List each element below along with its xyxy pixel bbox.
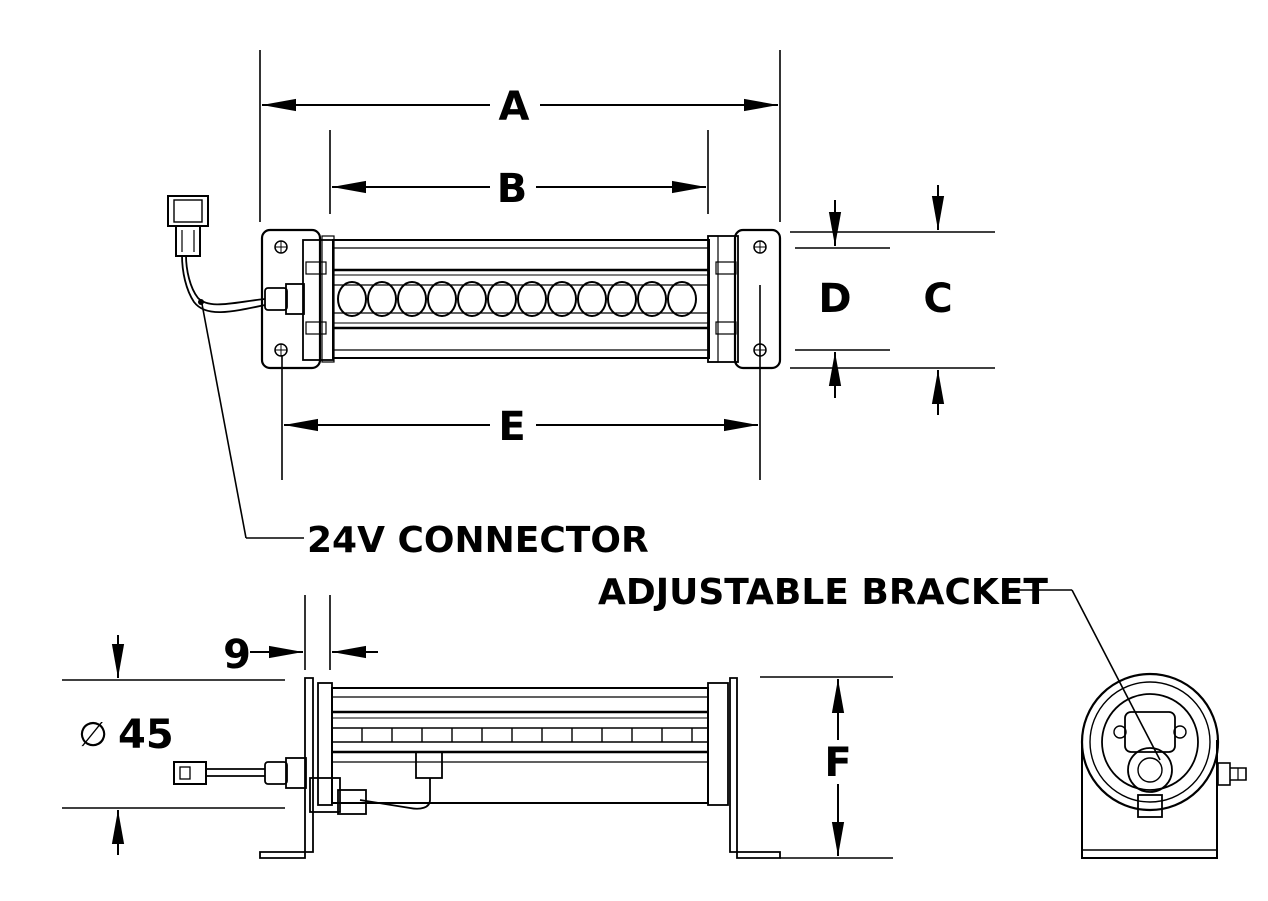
dimension-a-label: A — [499, 84, 530, 130]
dimension-c-label: C — [923, 276, 952, 322]
front-view: 9 ∅ 45 F — [62, 595, 893, 859]
fan-housing — [332, 239, 710, 359]
connector-leader — [201, 303, 247, 539]
dimension-9-label: 9 — [223, 632, 251, 678]
dimension-e-label: E — [498, 404, 525, 450]
side-view — [1080, 672, 1247, 859]
dimension-d-label: D — [818, 276, 851, 322]
dimension-b-label: B — [497, 166, 528, 212]
top-view: A B E D C — [167, 50, 995, 561]
front-housing — [331, 687, 709, 804]
connector-callout: 24V CONNECTOR — [307, 520, 649, 561]
dimension-45-label: 45 — [118, 712, 174, 758]
impeller — [333, 281, 709, 317]
connector-plug — [167, 195, 209, 257]
dimension-f-label: F — [824, 740, 851, 786]
right-end-plate — [733, 228, 782, 370]
diameter-symbol: ∅ — [78, 715, 108, 755]
left-end-plate — [260, 228, 322, 370]
bracket-callout: ADJUSTABLE BRACKET — [598, 572, 1048, 613]
